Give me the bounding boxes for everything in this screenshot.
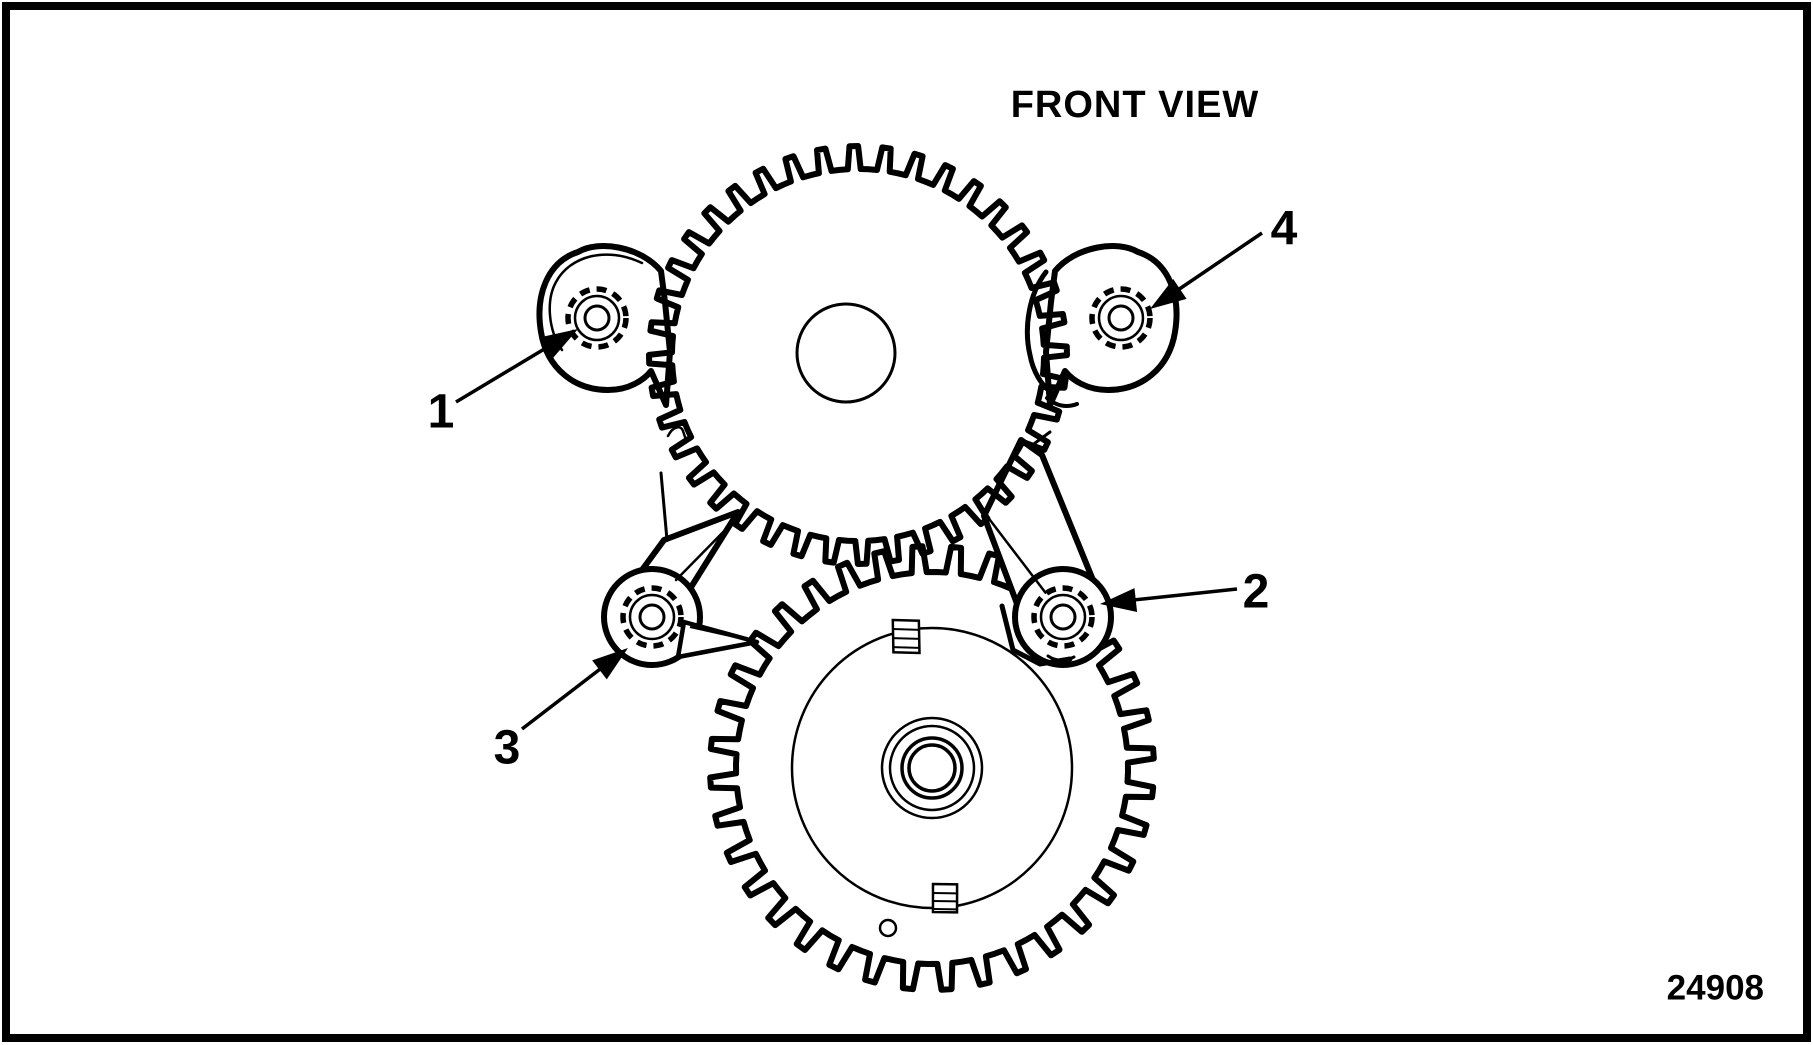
callout-3: 3 [494,648,628,775]
callout-1-arrowhead [540,329,578,358]
callout-4-label: 4 [1271,203,1298,256]
timing-mark-lower [931,882,959,914]
lower-gear-hub-ring [888,724,976,812]
lower-gear-hub-outer [880,716,984,820]
callout-2-arrowhead [1100,588,1138,612]
lower-gear-small-hole [878,918,898,938]
callout-2: 2 [1100,566,1270,619]
left-arm-connector-line [659,471,669,542]
lower-gear-plate-circle [790,626,1074,910]
callout-2-label: 2 [1243,566,1270,619]
callout-3-arrow-line [520,661,610,731]
callout-2-arrow-line [1123,587,1238,603]
callout-3-arrowhead [592,648,628,680]
bolt-1 [565,286,629,350]
callout-1-arrow-line [455,340,557,404]
bolt-2 [1031,585,1095,649]
left-ear-inner-line [548,253,644,352]
lower-gear-bore-outer [900,736,964,800]
callout-4: 4 [1150,203,1298,309]
left-arm-inner-line [674,520,735,582]
callout-1: 1 [428,329,578,439]
left-arm-tail-line [689,626,749,641]
lower-gear-bore-inner [907,743,957,793]
left-arm-tail [675,619,760,660]
upper-gear-stamp-mark [666,426,688,442]
bolt-3 [620,585,684,649]
right-arm-hook-curve [1046,654,1076,662]
right-arm-hook [999,603,1073,667]
upper-gear [646,143,1070,567]
callout-3-label: 3 [494,722,521,775]
right-arm-inner-line [988,518,1050,598]
right-ear-slot-hook [1045,396,1079,408]
bolt-4 [1089,286,1153,350]
callout-1-label: 1 [428,386,455,439]
upper-gear-center-hole [795,302,897,404]
figure-number: 24908 [1667,969,1764,1008]
upper-gear-teeth [646,143,1070,567]
callout-4-arrow-line [1171,231,1263,296]
callout-4-arrowhead [1150,278,1187,309]
timing-mark-upper [891,618,921,655]
view-title: FRONT VIEW [1011,84,1260,126]
